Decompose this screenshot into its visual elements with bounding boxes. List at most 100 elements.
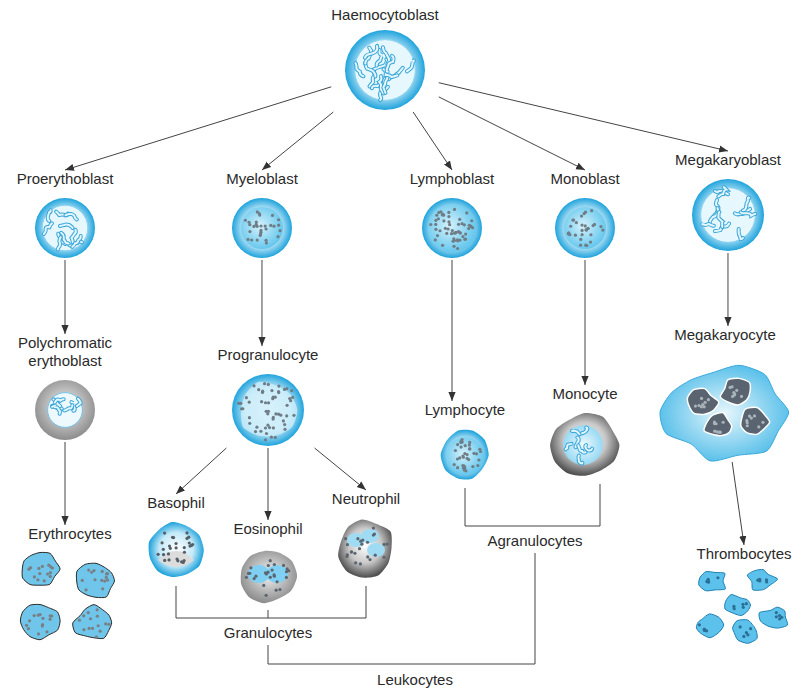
granule-dot — [700, 405, 703, 408]
granule-dot — [283, 428, 286, 431]
cell-membrane — [35, 198, 95, 258]
chromatin — [365, 46, 377, 58]
thrombocyte — [747, 569, 777, 590]
granule-dot — [353, 552, 356, 555]
granule-dot — [358, 547, 361, 550]
granule-dot — [446, 227, 449, 230]
chromatin — [58, 237, 61, 249]
granule-dot — [285, 387, 288, 390]
granule-dot — [451, 229, 454, 232]
granule-dot — [272, 225, 275, 228]
group-label: Leukocytes — [374, 671, 456, 689]
chromatin — [718, 212, 722, 227]
granule-dot — [185, 531, 188, 534]
granule-dot — [188, 541, 191, 544]
arrow-connector — [65, 442, 66, 525]
chromatin — [66, 214, 77, 220]
chromatin — [572, 430, 580, 434]
thrombocyte — [759, 607, 788, 628]
granule-dot — [274, 436, 277, 439]
cell-label: Eosinophil — [233, 520, 302, 538]
nucleus — [563, 425, 603, 465]
granule-dot — [366, 541, 369, 544]
cell-illustration — [549, 411, 621, 479]
granule-dot — [468, 443, 471, 446]
cell-illustration — [420, 196, 484, 260]
granule-dot — [453, 239, 456, 242]
granule-dot — [462, 456, 465, 459]
cell-node: Monocyte — [549, 385, 621, 479]
granule-dot — [87, 568, 90, 571]
granule-dot — [292, 414, 295, 417]
granule-dot — [746, 421, 749, 424]
granule-dot — [38, 572, 41, 575]
cell-illustration — [33, 378, 97, 442]
nucleus — [564, 207, 606, 249]
cell-membrane — [692, 179, 764, 251]
granule-dot — [700, 397, 703, 400]
granule-dot — [187, 536, 190, 539]
granule-dot — [93, 578, 96, 581]
granule-dot — [97, 624, 100, 627]
granule-dot — [567, 232, 570, 235]
granule-dot — [741, 603, 744, 606]
cell-membrane — [232, 198, 292, 258]
granule-dot — [464, 444, 467, 447]
chromatin — [741, 212, 756, 215]
granule-dot — [247, 221, 250, 224]
granule-dot — [590, 209, 593, 212]
chromatin — [66, 214, 77, 220]
cell-node: Lymphoblast — [410, 170, 495, 260]
granule-dot — [246, 238, 249, 241]
granule-dot — [89, 617, 92, 620]
granule-dot — [458, 231, 461, 234]
cell-node: Polychromatic erythoblast — [10, 334, 120, 442]
granule-dot — [163, 559, 166, 562]
granule-dot — [261, 390, 264, 393]
chromatin — [739, 229, 743, 239]
chromatin — [377, 50, 383, 66]
granule-dot — [468, 447, 471, 450]
granule-dot — [258, 212, 261, 215]
cell-node: Basophil — [147, 494, 205, 580]
chromatin — [718, 212, 722, 227]
chromatin — [60, 224, 73, 228]
granule-dot — [162, 553, 165, 556]
granule-dot — [277, 384, 280, 387]
granule-dot — [49, 571, 52, 574]
cell-membrane — [345, 30, 425, 110]
granule-dot — [585, 229, 588, 232]
granule-dot — [713, 430, 716, 433]
granule-dot — [464, 469, 467, 472]
granule-dot — [464, 237, 467, 240]
chromatin — [60, 224, 73, 228]
granule-dot — [584, 244, 587, 247]
granule-dot — [33, 614, 36, 617]
granule-dot — [459, 231, 462, 234]
cell-membrane — [35, 380, 95, 440]
granule-dot — [580, 229, 583, 232]
granule-dot — [359, 540, 362, 543]
granule-dot — [434, 228, 437, 231]
granule-dot — [468, 447, 471, 450]
granule-dot — [580, 223, 583, 226]
arrow-connector — [727, 253, 728, 326]
granule-dot — [277, 218, 280, 221]
granule-dot — [283, 423, 286, 426]
chromatin — [407, 60, 414, 71]
granule-dot — [248, 572, 251, 575]
arrow-connector — [65, 87, 331, 170]
cell-label: Progranulocyte — [218, 346, 319, 364]
granule-dot — [459, 441, 462, 444]
cell-illustration — [10, 545, 130, 645]
granule-dot — [262, 584, 265, 587]
granule-dot — [750, 417, 753, 420]
granule-dot — [277, 391, 280, 394]
granule-dot — [592, 224, 595, 227]
granule-dot — [282, 419, 285, 422]
granule-dot — [252, 384, 255, 387]
cell-label: Monoblast — [550, 170, 619, 188]
chromatin — [355, 63, 363, 76]
nucleus-lobe — [704, 412, 732, 435]
granule-dot — [746, 424, 749, 427]
